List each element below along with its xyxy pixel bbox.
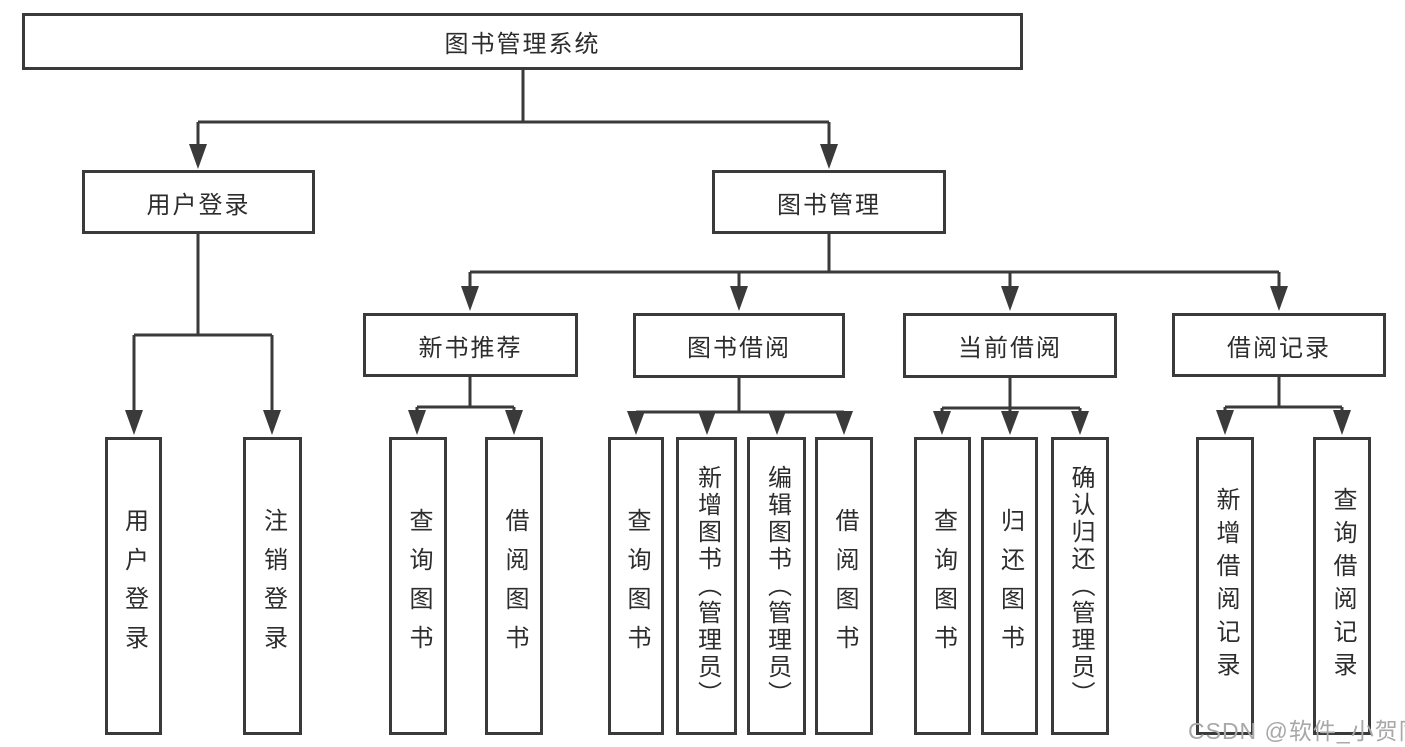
leaf-query-books-2-label: 查询图书: [623, 508, 650, 664]
leaf-borrow-books-2-label: 借阅图书: [831, 508, 858, 664]
node-book-management: 图书管理: [712, 170, 946, 234]
node-current-borrowing: 当前借阅: [903, 313, 1117, 378]
leaf-borrow-books-2: 借阅图书: [815, 437, 873, 735]
watermark: CSDN @软件_小贺同学: [1188, 718, 1405, 744]
leaf-return-books: 归还图书: [981, 437, 1038, 735]
node-book-borrowing: 图书借阅: [633, 313, 845, 378]
leaf-logout-label: 注销登录: [259, 508, 287, 664]
leaf-logout: 注销登录: [243, 437, 302, 735]
node-user-login: 用户登录: [82, 170, 315, 234]
leaf-query-books: 查询图书: [389, 437, 447, 735]
leaf-confirm-return-admin-label: 确认归还（管理员）: [1067, 464, 1094, 708]
arrowhead-group: [125, 144, 1351, 435]
leaf-return-books-label: 归还图书: [996, 508, 1024, 664]
leaf-edit-books-admin: 编辑图书（管理员）: [747, 437, 806, 735]
leaf-confirm-return-admin: 确认归还（管理员）: [1051, 437, 1109, 735]
leaf-add-borrow-record: 新增借阅记录: [1196, 437, 1254, 735]
leaf-query-books-label: 查询图书: [405, 508, 432, 664]
leaf-borrow-books: 借阅图书: [485, 437, 543, 735]
leaf-query-books-3: 查询图书: [914, 437, 971, 735]
leaf-edit-books-admin-label: 编辑图书（管理员）: [763, 464, 791, 708]
leaf-query-borrow-record-label: 查询借阅记录: [1329, 487, 1356, 685]
leaf-add-books-admin-label: 新增图书（管理员）: [693, 464, 721, 708]
leaf-query-borrow-record: 查询借阅记录: [1313, 437, 1371, 735]
node-new-book-recommend: 新书推荐: [363, 313, 578, 377]
leaf-user-login-label: 用户登录: [120, 508, 148, 664]
leaf-add-books-admin: 新增图书（管理员）: [676, 437, 737, 735]
leaf-add-borrow-record-label: 新增借阅记录: [1212, 487, 1239, 685]
leaf-query-books-3-label: 查询图书: [929, 508, 957, 664]
leaf-user-login: 用户登录: [105, 437, 162, 735]
node-borrowing-records: 借阅记录: [1172, 313, 1386, 377]
leaf-query-books-2: 查询图书: [608, 437, 664, 735]
leaf-borrow-books-label: 借阅图书: [501, 508, 528, 664]
node-library-system: 图书管理系统: [22, 13, 1023, 70]
